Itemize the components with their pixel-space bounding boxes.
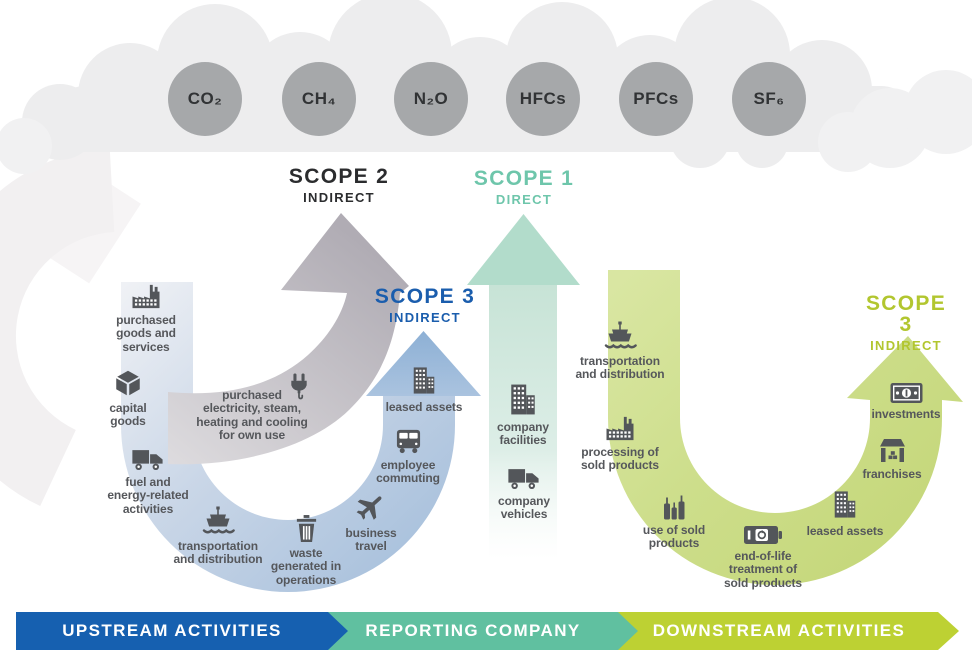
scope3-downstream-title: SCOPE 3 INDIRECT	[866, 293, 946, 352]
item-label: end-of-life treatment of sold products	[723, 549, 803, 590]
item-label: processing of sold products	[580, 445, 660, 473]
truck-icon	[508, 469, 539, 490]
bus-icon	[396, 429, 420, 454]
item-label: company facilities	[497, 420, 549, 448]
scope2-arrow-shape	[168, 213, 409, 465]
upstream-item-employee-commuting: employee commuting	[340, 428, 476, 486]
gas-label: PFCs	[633, 89, 679, 108]
downstream-item-leased-assets: leased assets	[777, 488, 913, 538]
gas-label: N₂O	[413, 89, 449, 108]
scope-subtitle-text: INDIRECT	[870, 338, 942, 353]
plane-icon	[356, 496, 382, 520]
gas-label: SF₆	[753, 89, 785, 108]
item-label: fuel and energy-related activities	[107, 475, 189, 516]
downstream-item-end-of-life: end-of-life treatment of sold products	[695, 524, 831, 590]
gas-circle-hfcs: HFCs	[506, 62, 580, 136]
downstream-item-transportation: transportation and distribution	[552, 320, 688, 382]
reporting-item-company-facilities: company facilities	[455, 382, 591, 448]
item-label: purchased electricity, steam, heating an…	[196, 388, 308, 443]
downstream-arc-shape	[608, 270, 963, 585]
footer-reporting-label: REPORTING COMPANY	[365, 621, 581, 640]
scope2-item-purchased-electricity: purchased electricity, steam, heating an…	[167, 388, 337, 443]
downstream-item-investments: investments	[838, 382, 972, 421]
gas-circle-sf6: SF₆	[732, 62, 806, 136]
item-label: leased assets	[385, 400, 463, 414]
item-label: business travel	[345, 526, 397, 554]
bottles-icon	[664, 495, 685, 520]
upstream-item-fuel-energy: fuel and energy-related activities	[80, 447, 216, 516]
scope-subtitle-text: DIRECT	[495, 192, 553, 207]
gas-circle-pfcs: PFCs	[619, 62, 693, 136]
downstream-item-use-of-sold: use of sold products	[606, 489, 742, 551]
item-label: investments	[871, 407, 941, 421]
storefront-icon	[879, 439, 905, 462]
upstream-item-capital-goods: capital goods	[60, 368, 196, 429]
reporting-item-company-vehicles: company vehicles	[456, 466, 592, 522]
item-label: company vehicles	[498, 494, 550, 522]
scope-subtitle-text: INDIRECT	[303, 190, 375, 205]
footer-downstream-label: DOWNSTREAM ACTIVITIES	[652, 621, 906, 640]
building-icon	[413, 367, 435, 394]
scope2-title: SCOPE 2 INDIRECT	[289, 166, 389, 204]
scope-title-text: SCOPE 2	[288, 165, 390, 188]
upstream-arrowhead	[366, 331, 481, 396]
gas-label: CH₄	[301, 89, 337, 108]
gas-label: CO₂	[187, 89, 223, 108]
gas-circle-n2o: N₂O	[394, 62, 468, 136]
downstream-item-franchises: franchises	[824, 436, 960, 481]
truck-icon	[132, 450, 163, 471]
footer-upstream-shape	[16, 612, 348, 650]
banknote-icon	[890, 383, 922, 403]
scope-title-text: SCOPE 3	[865, 292, 947, 336]
cube-icon	[116, 370, 140, 396]
scope-subtitle-text: INDIRECT	[389, 310, 461, 325]
upstream-item-business-travel: business travel	[303, 489, 439, 554]
item-label: transportation and distribution	[575, 354, 665, 382]
item-label: capital goods	[109, 401, 147, 429]
footer-downstream-shape	[618, 612, 959, 650]
gas-label: HFCs	[519, 89, 567, 108]
faint-background-swoosh	[0, 148, 141, 507]
item-label: franchises	[862, 467, 922, 481]
building-icon	[834, 491, 856, 518]
upstream-item-waste: waste generated in operations	[238, 514, 374, 587]
ship-icon	[202, 506, 235, 534]
scope1-arrowhead	[467, 214, 580, 285]
item-label: transportation and distribution	[173, 539, 263, 567]
item-label: leased assets	[806, 524, 884, 538]
gas-circle-ch4: CH₄	[282, 62, 356, 136]
upstream-item-transportation: transportation and distribution	[150, 505, 286, 567]
upstream-item-purchased-goods: purchased goods and services	[78, 283, 214, 354]
scope3-upstream-title: SCOPE 3 INDIRECT	[375, 286, 475, 324]
scope1-arrow-shape	[467, 214, 580, 558]
clouds	[0, 0, 972, 174]
factory-icon	[132, 284, 160, 309]
scope2-plug-wrap	[287, 372, 312, 407]
ship-icon	[604, 321, 637, 349]
footer-upstream-label: UPSTREAM ACTIVITIES	[62, 621, 282, 640]
footer-bar	[16, 612, 959, 650]
item-label: waste generated in operations	[270, 546, 342, 587]
plug-icon	[291, 373, 307, 400]
scope1-title: SCOPE 1 DIRECT	[474, 168, 574, 206]
scope-title-text: SCOPE 3	[374, 285, 476, 308]
footer-reporting-shape	[328, 612, 638, 650]
item-label: purchased goods and services	[116, 313, 176, 354]
factory-icon	[606, 416, 634, 441]
trash-icon	[296, 515, 316, 542]
gas-circle-co2: CO₂	[168, 62, 242, 136]
item-label: use of sold products	[642, 523, 706, 551]
building-icon	[511, 384, 535, 415]
scope-title-text: SCOPE 1	[473, 167, 575, 190]
battery-recycle-icon	[744, 526, 782, 544]
upstream-item-leased-assets: leased assets	[356, 364, 492, 414]
item-label: employee commuting	[376, 458, 440, 486]
downstream-item-processing: processing of sold products	[552, 415, 688, 473]
